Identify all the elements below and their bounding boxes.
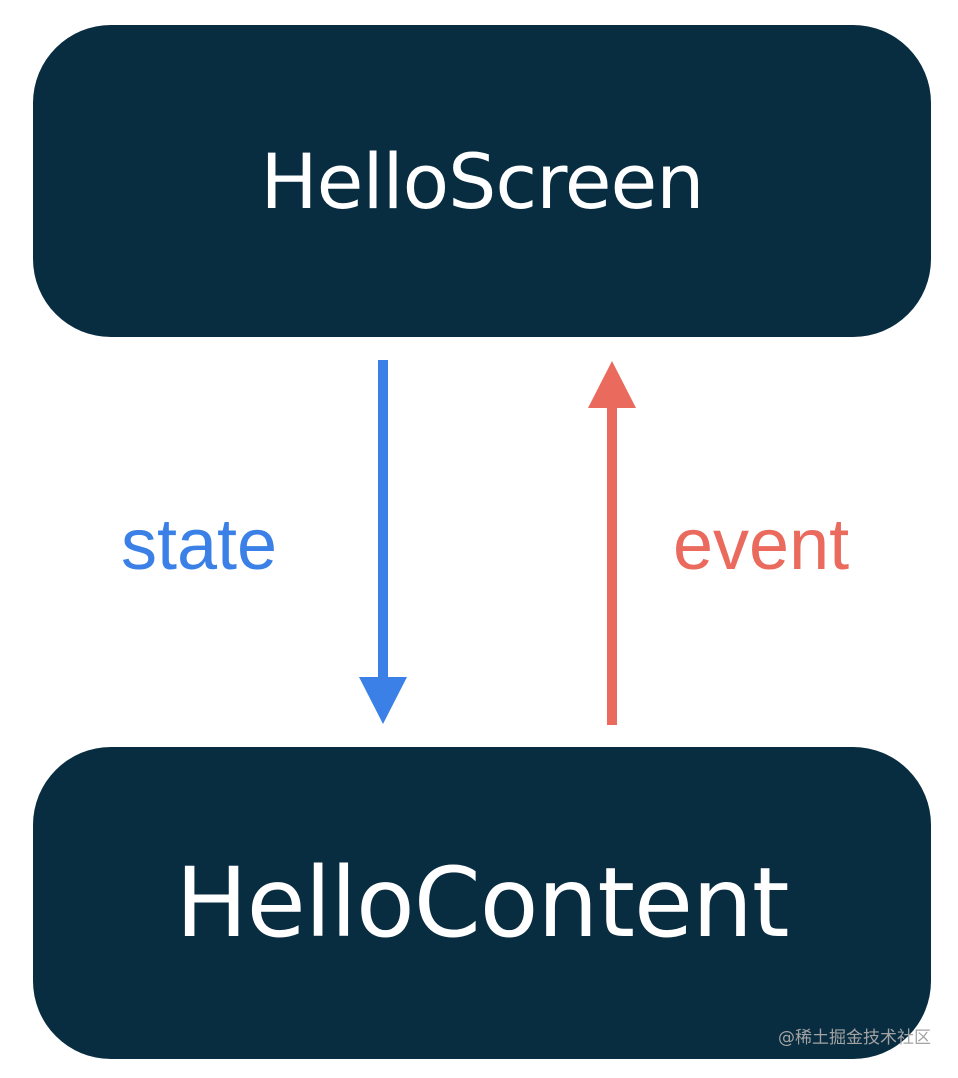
hello-screen-label: HelloScreen <box>260 136 705 226</box>
hello-screen-box: HelloScreen <box>33 25 931 337</box>
hello-content-box: HelloContent <box>33 747 931 1059</box>
hello-content-label: HelloContent <box>175 847 789 959</box>
event-up-arrow <box>588 361 636 725</box>
event-label: event <box>673 505 850 585</box>
watermark: @稀土掘金技术社区 <box>778 1028 931 1048</box>
state-down-arrow <box>359 360 407 724</box>
state-label: state <box>121 505 278 585</box>
